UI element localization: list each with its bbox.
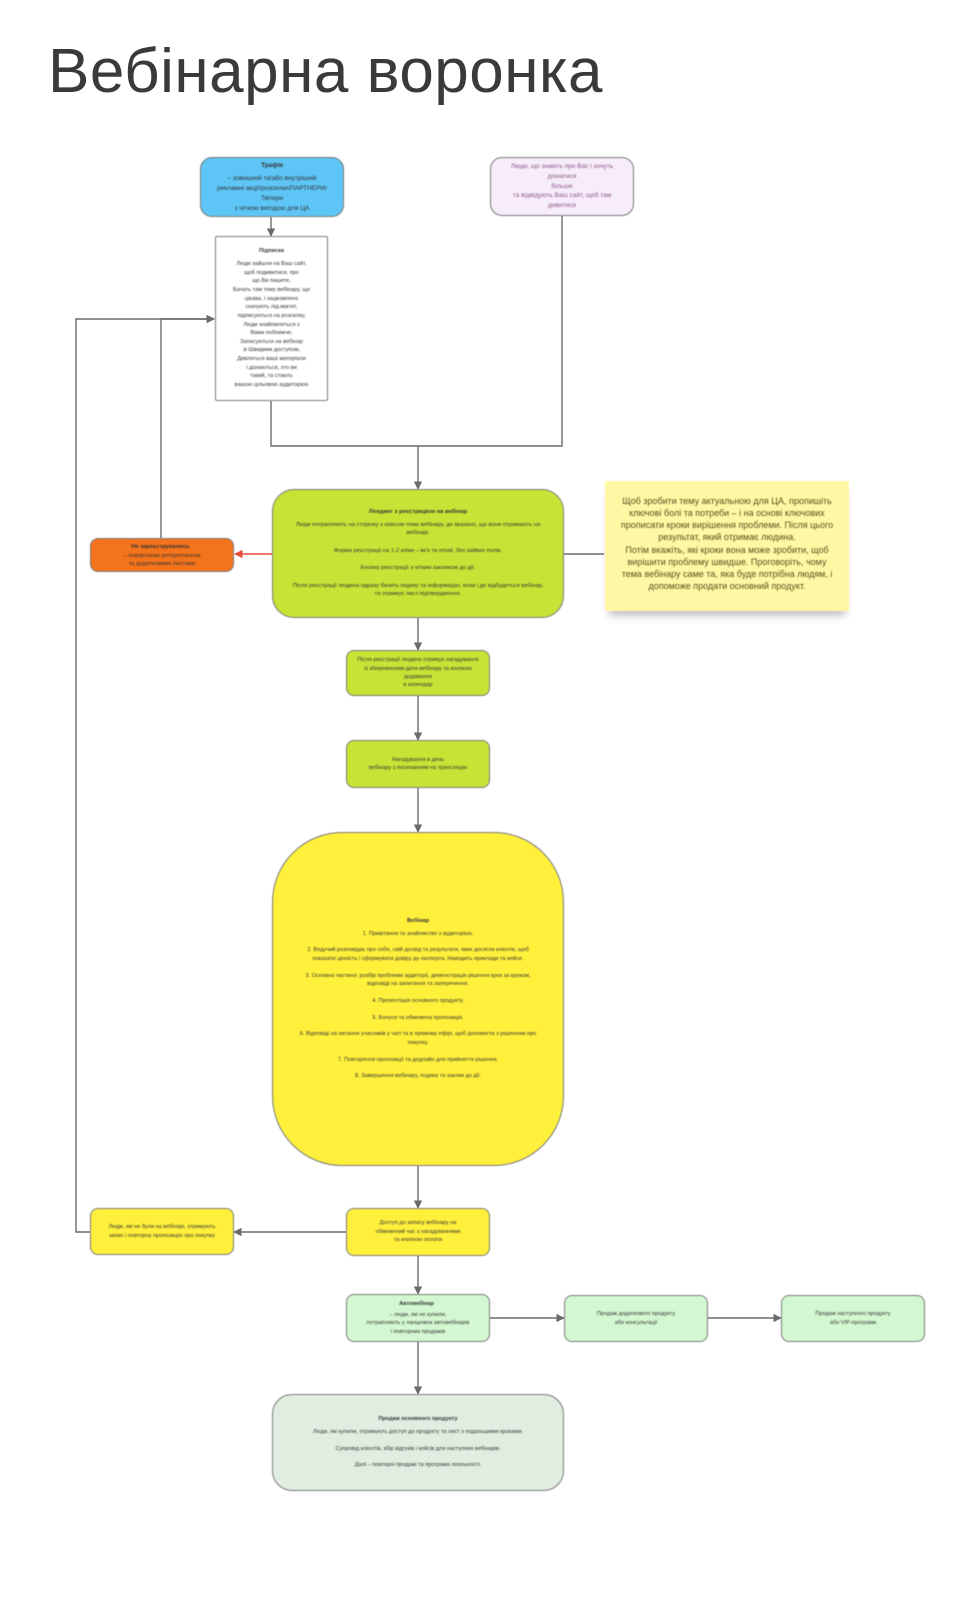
link-noreg-landing [160, 314, 215, 538]
node-reminder2[interactable]: Нагадування в день вебінару з посиланням… [346, 740, 490, 788]
node-landing-text: Люди зайшли на Ваш сайт, щоб подивитися,… [232, 260, 311, 389]
node-noreg-text: – повертаємо ретаргетингом та додатковим… [123, 552, 201, 568]
link-replay-landing [75, 314, 215, 1233]
node-access-text: Доступ до запису вебінару на обмежений ч… [375, 1220, 461, 1244]
node-upsell2[interactable]: Продаж наступного продукту або VIP-прогр… [781, 1295, 925, 1342]
node-replay[interactable]: Люди, які не були на вебінарі, отримують… [90, 1208, 234, 1255]
node-webinar-heading: Вебінар [407, 918, 429, 925]
link-knowledge-merge [418, 216, 563, 447]
sticky-note-text: Щоб зробити тему актуальною для ЦА, проп… [620, 496, 834, 591]
node-noreg[interactable]: Не зареєструвались – повертаємо ретаргет… [90, 538, 234, 572]
node-traffic-text: – зовнішній та/або внутрішній рекламні а… [217, 175, 327, 212]
node-reminder1[interactable]: Після реєстрації людина отримує нагадува… [346, 650, 490, 696]
node-registration-text: Люди потрапляють на сторінку з описом те… [292, 521, 544, 598]
node-webinar-text: 1. Привітання та знайомство з аудиторією… [299, 930, 537, 1080]
node-traffic-heading: Трафік [260, 161, 284, 169]
node-access[interactable]: Доступ до запису вебінару на обмежений ч… [346, 1208, 490, 1256]
page-title: Вебінарна воронка [48, 37, 603, 106]
node-sale-heading: Продаж основного продукту [378, 1416, 458, 1423]
node-upsell1[interactable]: Продаж додаткового продукту або консульт… [564, 1295, 708, 1342]
node-sale[interactable]: Продаж основного продукту Люди, які купи… [272, 1394, 564, 1491]
node-registration-heading: Лендинг з реєстрацією на вебінар [368, 509, 468, 516]
node-landing-heading: Підписка [259, 248, 284, 255]
node-landing[interactable]: Підписка Люди зайшли на Ваш сайт, щоб по… [215, 236, 328, 401]
node-knowledge-text: Люди, що знають про Вас і хочуть дізнати… [510, 163, 614, 210]
node-reminder2-text: Нагадування в день вебінару з посиланням… [368, 756, 468, 771]
link-landing-merge [270, 401, 418, 447]
node-registration[interactable]: Лендинг з реєстрацією на вебінар Люди по… [272, 489, 564, 618]
node-autowebinar-heading: Автовебінар [399, 1301, 434, 1308]
node-upsell2-text: Продаж наступного продукту або VIP-прогр… [815, 1311, 891, 1326]
node-autowebinar-text: – люди, які не купили, потрапляють у лан… [366, 1311, 470, 1335]
node-reminder1-text: Після реєстрації людина отримує нагадува… [357, 657, 479, 689]
node-webinar[interactable]: Вебінар 1. Привітання та знайомство з ау… [272, 832, 564, 1166]
node-upsell1-text: Продаж додаткового продукту або консульт… [596, 1311, 676, 1326]
sticky-note: Щоб зробити тему актуальною для ЦА, проп… [605, 481, 849, 611]
node-autowebinar[interactable]: Автовебінар – люди, які не купили, потра… [346, 1294, 490, 1342]
node-noreg-heading: Не зареєструвались [131, 544, 190, 550]
node-traffic[interactable]: Трафік – зовнішній та/або внутрішній рек… [200, 157, 344, 217]
node-sale-text: Люди, які купили, отримують доступ до пр… [312, 1428, 523, 1469]
node-replay-text: Люди, які не були на вебінарі, отримують… [108, 1224, 216, 1239]
node-knowledge[interactable]: Люди, що знають про Вас і хочуть дізнати… [490, 157, 634, 216]
